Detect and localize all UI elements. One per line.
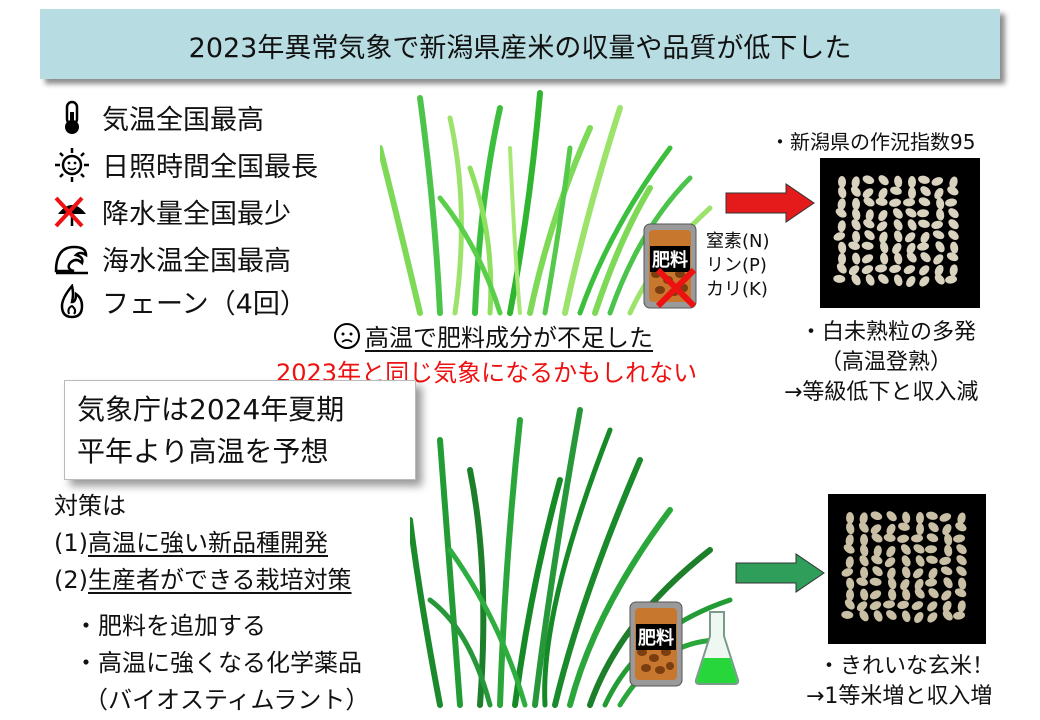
shortage-note: 高温で肥料成分が不足した [333, 318, 653, 353]
rice-plant-illustration-upper [380, 90, 713, 316]
fire-icon [60, 283, 84, 318]
flask-icon [694, 611, 740, 685]
cross-icon [655, 267, 697, 309]
condition-item: 降水量全国最少 [52, 192, 291, 231]
result-bad-notes: ・白未熟粒の多発 （高温登熟） →等級低下と収入減 [784, 320, 979, 405]
fertilizer-bag-added: 肥料 [626, 600, 686, 690]
worried-face-icon [334, 322, 360, 349]
countermeasure-subitems: ・肥料を追加する ・高温に強くなる化学薬品 （バイオスティムラント） [74, 612, 370, 714]
condition-item: 気温全国最高 [52, 98, 264, 137]
countermeasures-heading: 対策は [54, 492, 126, 520]
countermeasure-item: (2)生産者ができる栽培対策 [54, 566, 352, 594]
red-arrow-icon [725, 183, 815, 223]
nutrient-list: 窒素(N) リン(P) カリ(K) [706, 231, 770, 300]
rice-plant-illustration-lower [410, 407, 733, 708]
condition-item: 海水温全国最高 [52, 239, 291, 278]
countermeasures: 対策は (1)高温に強い新品種開発 (2)生産者ができる栽培対策 [54, 488, 352, 599]
fertilizer-label: 肥料 [636, 624, 676, 650]
title-banner: 2023年異常気象で新潟県産米の収量や品質が低下した [40, 9, 1000, 79]
fertilizer-label: 肥料 [650, 246, 690, 272]
forecast-box: 気象庁は2024年夏期 平年より高温を予想 [64, 380, 416, 480]
condition-item: 日照時間全国最長 [52, 145, 318, 184]
chalky-rice-photo [820, 158, 980, 308]
green-arrow-icon [735, 553, 825, 593]
result-good-notes: ・きれいな玄米！ →1等米増と収入増 [806, 654, 995, 709]
thermometer-icon [65, 100, 79, 134]
countermeasure-item: (1)高温に強い新品種開発 [54, 529, 328, 557]
sun-icon [55, 147, 89, 182]
fertilizer-bag-shortage: 肥料 [640, 222, 700, 312]
condition-item: フェーン（4回） [52, 282, 307, 321]
no-rain-icon [54, 196, 86, 227]
wave-icon [54, 245, 88, 274]
page-title: 2023年異常気象で新潟県産米の収量や品質が低下した [188, 33, 852, 64]
yield-index: ・新潟県の作況指数95 [770, 130, 976, 154]
good-rice-photo [828, 494, 986, 644]
